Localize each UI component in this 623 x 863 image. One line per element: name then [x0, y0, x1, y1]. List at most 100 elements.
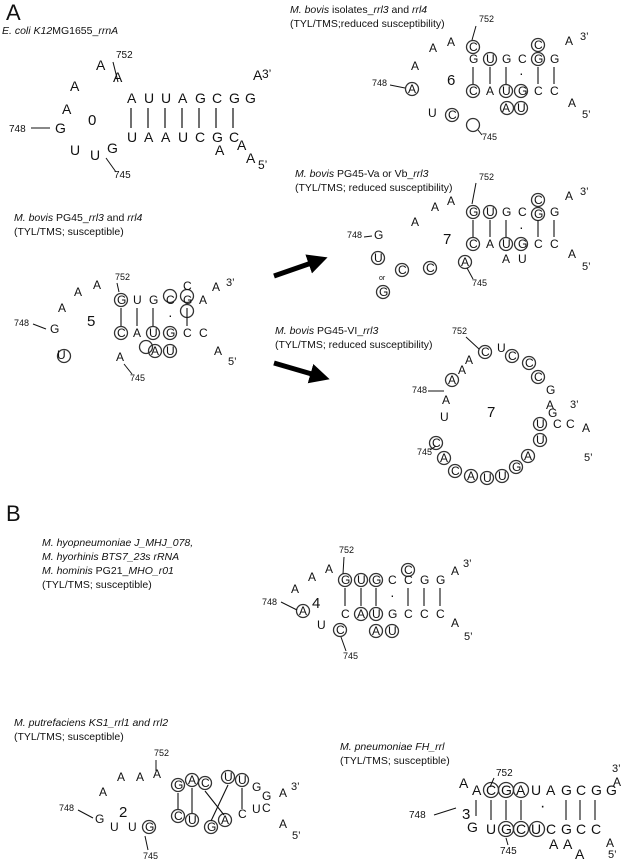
- position-748: 748: [59, 803, 74, 813]
- tick: [280, 601, 298, 611]
- nt: A: [429, 41, 437, 55]
- nt: G: [174, 778, 183, 792]
- nt: ·: [519, 65, 524, 81]
- nt: U: [238, 773, 247, 787]
- nt: or: [379, 275, 386, 282]
- nt: G: [548, 406, 557, 420]
- nt: C: [404, 607, 413, 621]
- nt: G: [166, 326, 175, 340]
- loop-size: 3: [462, 806, 470, 823]
- nt: A: [408, 82, 416, 96]
- nt: U: [498, 469, 507, 483]
- nt: C: [550, 84, 559, 98]
- tick: [489, 777, 495, 788]
- nt: G: [229, 90, 240, 106]
- nt: U: [357, 573, 366, 587]
- caption-pneumoniae-line1: M. pneumoniae FH_rrl: [340, 740, 450, 754]
- nt: A: [299, 604, 307, 618]
- caption-hyo-line3-org: M. hominis: [42, 565, 93, 577]
- nt: A: [459, 775, 469, 791]
- nt: U: [518, 252, 527, 266]
- three-prime: 3’: [612, 763, 621, 775]
- five-prime: 5’: [584, 452, 593, 464]
- nt: G: [501, 782, 512, 798]
- nt: C: [518, 205, 527, 219]
- nt: A: [546, 398, 554, 412]
- caption-bovis-isolates-g1: rrl3: [373, 4, 389, 16]
- nt: C: [388, 573, 397, 587]
- nt: U: [144, 90, 154, 106]
- caption-pg45-va-line1: M. bovis PG45-Va or Vb_rrl3: [295, 167, 453, 181]
- nt: C: [420, 607, 429, 621]
- caption-pg45-g2: rrl4: [127, 212, 143, 224]
- nt: A: [161, 129, 171, 145]
- base-pair-lines: [130, 108, 234, 128]
- nt: C: [166, 293, 175, 307]
- nt: A: [178, 90, 188, 106]
- nt: A: [74, 285, 82, 299]
- nt: A: [442, 393, 450, 407]
- nt: G: [95, 812, 104, 826]
- nt: C: [550, 237, 559, 251]
- nt: G: [374, 228, 383, 242]
- nt: A: [215, 142, 225, 158]
- nt: G: [546, 383, 555, 397]
- nt: C: [546, 821, 556, 837]
- nt: G: [207, 820, 216, 834]
- nt: C: [336, 623, 345, 637]
- nt: A: [486, 84, 494, 98]
- nt: C: [199, 326, 208, 340]
- caption-hyo-line3-text: PG21_: [92, 565, 129, 577]
- nt: G: [195, 90, 206, 106]
- position-748: 748: [409, 810, 426, 821]
- base-pair-lines: [177, 784, 243, 822]
- nt: A: [502, 252, 510, 266]
- nt: A: [448, 373, 456, 387]
- caption-pg45-vi-text: PG45-VI_: [314, 325, 364, 337]
- nt: A: [451, 616, 459, 630]
- loop-size: 4: [312, 595, 320, 612]
- nt: A: [214, 344, 222, 358]
- nt: G: [561, 782, 572, 798]
- nt: U: [502, 84, 511, 98]
- nt: G: [420, 573, 429, 587]
- nt: A: [451, 564, 459, 578]
- nt: G: [117, 293, 126, 307]
- nt: C: [404, 573, 413, 587]
- nt: G: [145, 820, 154, 834]
- nt: U: [428, 106, 437, 120]
- highlight-circles: [141, 769, 250, 835]
- nt: C: [534, 193, 543, 207]
- caption-pg45-va: M. bovis PG45-Va or Vb_rrl3 (TYL/TMS; re…: [295, 167, 453, 195]
- caption-pg45-va-gene: rrl3: [413, 168, 429, 180]
- five-prime: 5’: [608, 849, 617, 861]
- position-752: 752: [115, 272, 130, 282]
- caption-pneumoniae: M. pneumoniae FH_rrl (TYL/TMS; susceptib…: [340, 740, 450, 768]
- caption-pg45-vi-line2: (TYL/TMS; reduced susceptibility): [275, 339, 433, 351]
- nt: A: [447, 35, 455, 49]
- tick: [505, 837, 509, 846]
- nt: U: [486, 205, 495, 219]
- nt: G: [501, 821, 512, 837]
- nt: G: [469, 205, 478, 219]
- nt: A: [565, 189, 573, 203]
- position-748: 748: [14, 318, 29, 328]
- nt: U: [224, 770, 233, 784]
- position-748: 748: [412, 385, 427, 395]
- nt: C: [576, 782, 586, 798]
- nt: C: [534, 370, 543, 384]
- nt: A: [117, 770, 125, 784]
- nt: U: [149, 326, 158, 340]
- nt: C: [469, 237, 478, 251]
- three-prime: 3’: [226, 277, 235, 289]
- nt: A: [563, 836, 573, 852]
- nt: A: [546, 782, 556, 798]
- nt: A: [431, 200, 439, 214]
- nt: C: [469, 84, 478, 98]
- caption-bovis-isolates: M. bovis isolates_rrl3 and rrl4 (TYL/TMS…: [290, 3, 445, 31]
- caption-pg45-line1: M. bovis PG45_rrl3 and rrl4: [14, 211, 142, 225]
- nt: C: [451, 464, 460, 478]
- caption-hyo-line2-text: M. hyorhinis BTS7_23s rRNA: [42, 551, 180, 563]
